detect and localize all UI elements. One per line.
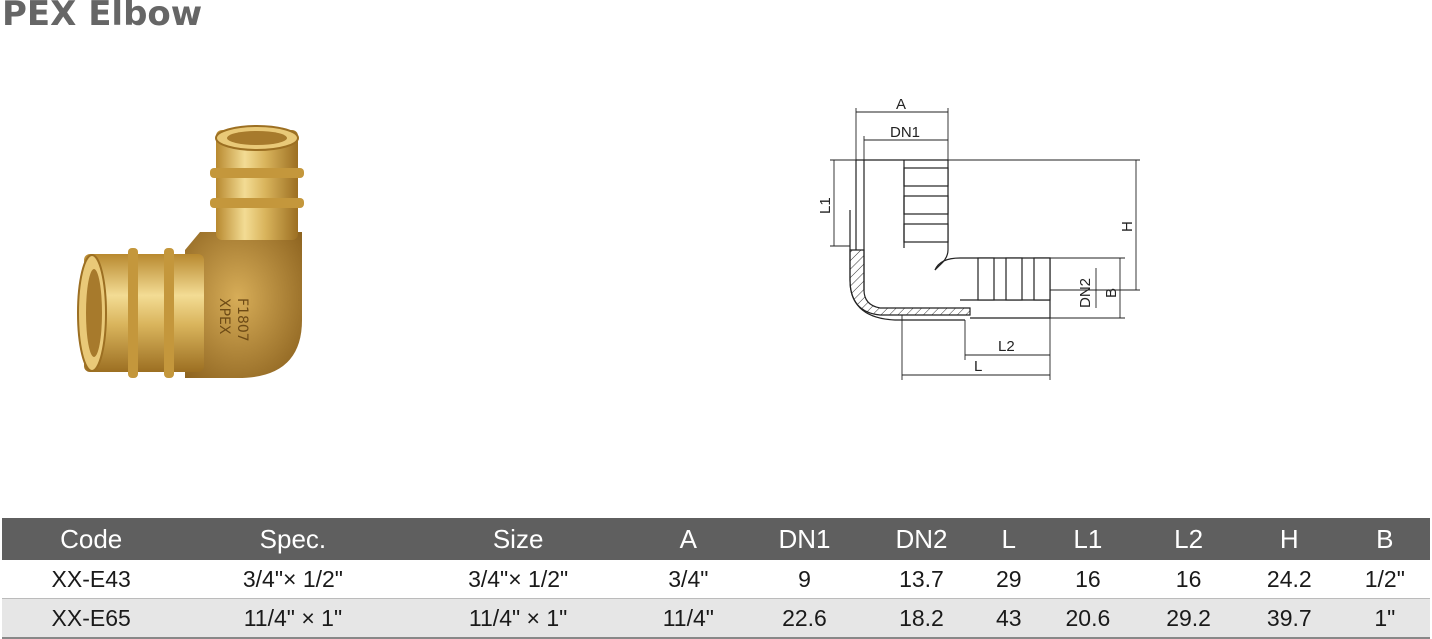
table-cell: 39.7 xyxy=(1238,598,1340,639)
column-header: L xyxy=(979,518,1038,560)
photo-marking-1: XPEX xyxy=(216,298,232,335)
column-header: DN2 xyxy=(862,518,980,560)
column-header: L1 xyxy=(1037,518,1139,560)
table-cell: 13.7 xyxy=(862,560,980,599)
column-header: B xyxy=(1339,518,1430,560)
table-cell: 16 xyxy=(1037,560,1139,599)
product-photo: XPEX F1807 xyxy=(77,125,304,378)
photo-marking-2: F1807 xyxy=(234,298,250,342)
dim-label-a: A xyxy=(896,96,906,113)
dim-label-dn1: DN1 xyxy=(890,124,920,141)
table-cell: XX-E65 xyxy=(2,598,181,639)
column-header: A xyxy=(630,518,746,560)
table-cell: 43 xyxy=(979,598,1038,639)
table-cell: XX-E43 xyxy=(2,560,181,599)
table-cell: 20.6 xyxy=(1037,598,1139,639)
column-header: DN1 xyxy=(745,518,863,560)
technical-drawing: A DN1 L1 H DN2 B L2 L xyxy=(817,96,1140,380)
column-header: L2 xyxy=(1138,518,1239,560)
table-cell: 11/4" × 1" xyxy=(405,598,631,639)
column-header: Size xyxy=(405,518,631,560)
table-cell: 16 xyxy=(1138,560,1239,599)
table-cell: 24.2 xyxy=(1238,560,1340,599)
table-row: XX-E65 11/4" × 1" 11/4" × 1" 11/4" 22.6 … xyxy=(2,598,1430,639)
table-cell: 3/4"× 1/2" xyxy=(405,560,631,599)
table-cell: 18.2 xyxy=(862,598,980,639)
dim-label-dn2: DN2 xyxy=(1077,278,1094,308)
dim-label-l: L xyxy=(974,358,982,375)
table-cell: 1" xyxy=(1339,598,1430,639)
table-cell: 3/4"× 1/2" xyxy=(180,560,406,599)
table-header-row: Code Spec. Size A DN1 DN2 L L1 L2 H B xyxy=(2,518,1430,560)
column-header: H xyxy=(1238,518,1340,560)
table-cell: 3/4" xyxy=(630,560,746,599)
spec-table: Code Spec. Size A DN1 DN2 L L1 L2 H B XX… xyxy=(2,518,1430,639)
column-header: Code xyxy=(2,518,181,560)
table-cell: 22.6 xyxy=(745,598,863,639)
table-row: XX-E43 3/4"× 1/2" 3/4"× 1/2" 3/4" 9 13.7… xyxy=(2,560,1430,599)
table-cell: 9 xyxy=(745,560,863,599)
table-cell: 1/2" xyxy=(1339,560,1430,599)
dim-label-l1: L1 xyxy=(817,197,834,214)
table-cell: 11/4" × 1" xyxy=(180,598,406,639)
table-cell: 11/4" xyxy=(630,598,746,639)
table-cell: 29.2 xyxy=(1138,598,1239,639)
dim-label-b: B xyxy=(1103,288,1120,298)
column-header: Spec. xyxy=(180,518,406,560)
dim-label-l2: L2 xyxy=(998,338,1015,355)
table-cell: 29 xyxy=(979,560,1038,599)
page-title: PEX Elbow xyxy=(2,0,203,34)
dim-label-h: H xyxy=(1119,221,1136,232)
